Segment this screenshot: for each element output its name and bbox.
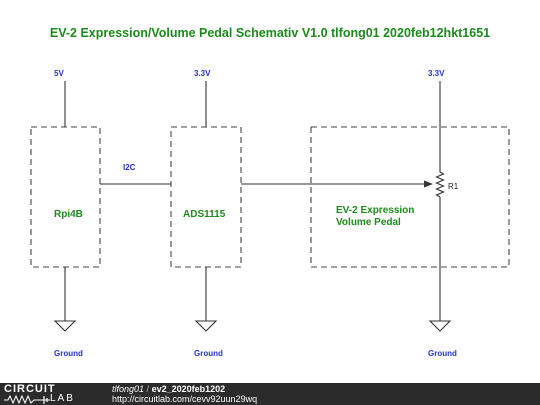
logo-wave-icon (4, 395, 50, 404)
project-name-link[interactable]: ev2_2020feb1202 (151, 384, 226, 394)
author-link[interactable]: tlfong01 (112, 384, 145, 394)
circuitlab-logo[interactable]: CIRCUIT LAB (4, 384, 104, 405)
component-label-pedal-line2: Volume Pedal (336, 217, 401, 228)
schematic-title: EV-2 Expression/Volume Pedal Schemativ V… (50, 26, 490, 40)
logo-text-circuit: CIRCUIT (4, 383, 56, 395)
ground-label-ads: Ground (194, 349, 223, 358)
net-label-i2c: I2C (123, 163, 136, 172)
rpi-box (30, 126, 101, 268)
wiper-arrow-icon (424, 180, 433, 188)
resistor-label-r1: R1 (448, 182, 459, 191)
footer-bar: CIRCUIT LAB tlfong01 / ev2_2020feb1202 h… (0, 383, 540, 405)
credit-line: tlfong01 / ev2_2020feb1202 (112, 384, 225, 394)
credit-separator: / (146, 384, 150, 394)
component-label-pedal-line1: EV-2 Expression (336, 205, 414, 216)
ground-icon-rpi (53, 320, 77, 332)
ground-label-rpi: Ground (54, 349, 83, 358)
ads-box (170, 126, 242, 268)
logo-text-lab: LAB (50, 393, 75, 404)
ground-icon-ads (194, 320, 218, 332)
component-label-rpi: Rpi4B (54, 209, 83, 220)
component-label-ads: ADS1115 (183, 209, 226, 220)
project-url-link[interactable]: http://circuitlab.com/cevv92uun29wq (112, 394, 258, 404)
supply-label-rpi: 5V (54, 69, 64, 78)
ground-label-pedal: Ground (428, 349, 457, 358)
potentiometer-r1-icon (435, 171, 445, 198)
pedal-box (310, 126, 510, 268)
ground-icon-pedal (428, 320, 452, 332)
supply-label-pedal: 3.3V (428, 69, 445, 78)
supply-label-ads: 3.3V (194, 69, 211, 78)
